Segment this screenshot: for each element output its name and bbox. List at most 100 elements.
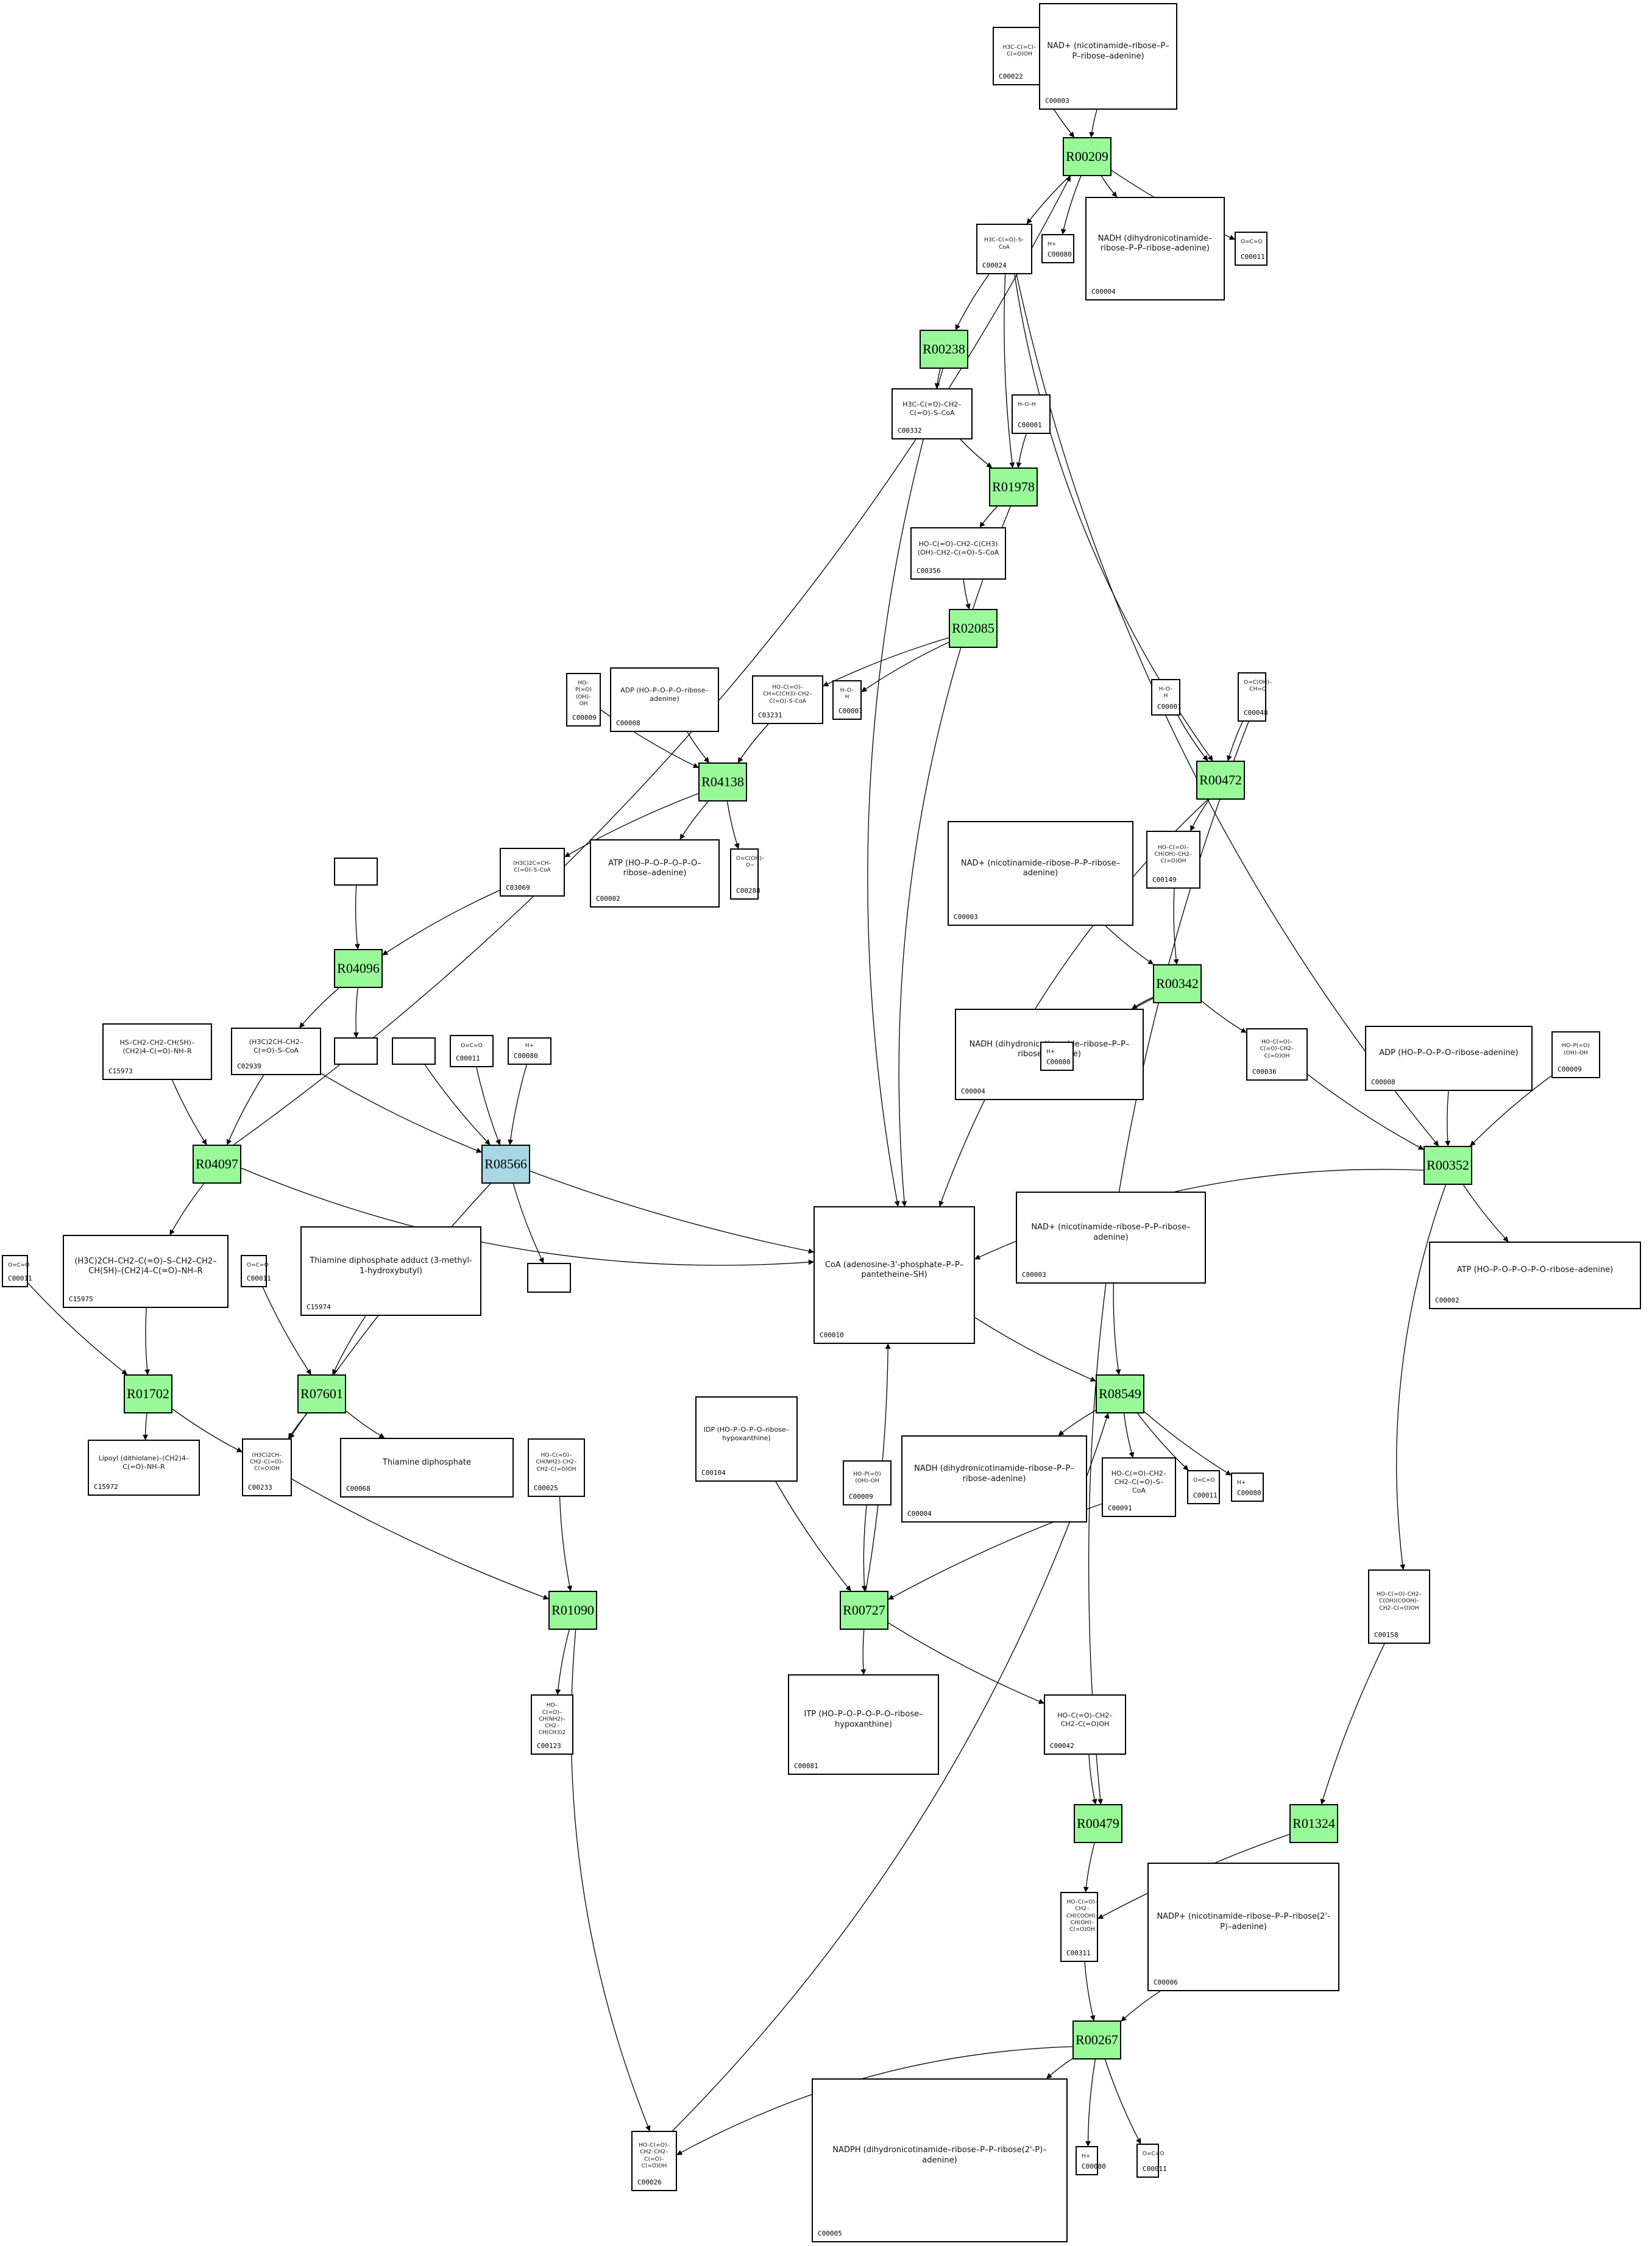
compound-node-empty[interactable] (334, 1037, 378, 1065)
reaction-node-r00209[interactable]: R00209 (1063, 137, 1111, 176)
compound-node-c00080[interactable]: H+C00080 (508, 1037, 551, 1065)
compound-id-label: C00104 (701, 1469, 726, 1477)
compound-node-c00080[interactable]: H+C00080 (1231, 1473, 1264, 1502)
compound-node-c00003[interactable]: NAD+ (nicotinamide–ribose–P–P–ribose–ade… (1039, 3, 1177, 110)
compound-node-empty[interactable] (392, 1037, 436, 1065)
reaction-node-r08566[interactable]: R08566 (481, 1145, 530, 1184)
compound-id-label: C15973 (108, 1067, 133, 1075)
reaction-node-r00472[interactable]: R00472 (1196, 761, 1245, 800)
reaction-node-r04097[interactable]: R04097 (193, 1145, 241, 1184)
compound-node-c00081[interactable]: ITP (HO–P–O–P–O–P–O–ribose–hypoxanthine)… (788, 1674, 939, 1775)
reaction-node-r07601[interactable]: R07601 (297, 1374, 346, 1413)
compound-node-c00010[interactable]: CoA (adenosine-3'-phosphate–P–P–pantethe… (814, 1206, 975, 1344)
compound-node-empty[interactable] (527, 1263, 571, 1293)
reaction-node-r00267[interactable]: R00267 (1072, 2020, 1121, 2059)
compound-id-label: C00080 (1082, 2162, 1106, 2170)
reaction-node-r00479[interactable]: R00479 (1074, 1804, 1122, 1843)
compound-node-c00005[interactable]: NADPH (dihydronicotinamide–ribose–P–P–ri… (812, 2078, 1068, 2242)
compound-node-c00004[interactable]: NADH (dihydronicotinamide–ribose–P–P–rib… (1085, 197, 1225, 300)
reaction-node-r01978[interactable]: R01978 (989, 467, 1038, 506)
structure-drawing: HO–C(=O)–CH2–C(OH)(COOH)–CH2–C(=O)OH (1376, 1591, 1422, 1612)
compound-id-label: C00005 (818, 2230, 842, 2237)
compound-id-label: C00149 (1152, 876, 1177, 884)
edge-r01978-to-c00356_a (979, 506, 998, 528)
compound-node-c00004[interactable]: NADH (dihydronicotinamide–ribose–P–P–rib… (901, 1435, 1087, 1523)
reaction-node-r08549[interactable]: R08549 (1096, 1374, 1144, 1413)
structure-drawing: NADH (dihydronicotinamide–ribose–P–P–rib… (1097, 233, 1213, 253)
compound-node-c00080[interactable]: H+C00080 (1040, 1042, 1074, 1071)
reaction-node-r00238[interactable]: R00238 (920, 330, 968, 369)
compound-id-label: C00001 (1157, 703, 1182, 711)
reaction-node-r01702[interactable]: R01702 (124, 1374, 172, 1413)
structure-drawing: HO–P(=O)(OH)–OH (1562, 1043, 1590, 1056)
reaction-node-r00342[interactable]: R00342 (1153, 964, 1202, 1003)
edge-c15974_a-to-r07601 (332, 1315, 366, 1375)
compound-node-c00288[interactable]: O=C(OH)–O−C00288 (730, 848, 764, 900)
structure-drawing: HO–C(=O)–C(=O)–CH2–C(=O)OH (1260, 1039, 1294, 1059)
structure-drawing: HO–C(=O)–CH2–CH(COOH)–CH(OH)–C(=O)OH (1066, 1899, 1098, 1933)
compound-node-c00080[interactable]: H+C00080 (1041, 234, 1074, 263)
compound-id-label: C00001 (1018, 421, 1042, 429)
compound-node-c15975[interactable]: (H3C)2CH–CH2–C(=O)–S–CH2–CH2–CH(SH)–(CH2… (63, 1235, 229, 1308)
compound-node-c00003[interactable]: NAD+ (nicotinamide–ribose–P–P–ribose–ade… (948, 821, 1133, 926)
reaction-node-r04138[interactable]: R04138 (698, 762, 747, 801)
reaction-node-r01324[interactable]: R01324 (1289, 1804, 1338, 1843)
edge-r07601-to-c00068_a (346, 1410, 385, 1438)
edge-r00472-to-c00149_a (1190, 799, 1210, 831)
compound-node-c00002[interactable]: ATP (HO–P–O–P–O–P–O–ribose–adenine)C0000… (590, 839, 720, 908)
compound-node-c00080[interactable]: H+C00080 (1076, 2146, 1106, 2175)
structure-drawing: H+ (1237, 1480, 1246, 1486)
reaction-node-r01090[interactable]: R01090 (548, 1591, 597, 1630)
compound-node-c00006[interactable]: NADP+ (nicotinamide–ribose–P–P–ribose(2'… (1147, 1863, 1339, 1991)
reaction-node-r00352[interactable]: R00352 (1423, 1146, 1472, 1185)
compound-node-empty[interactable] (334, 858, 378, 886)
compound-id-label: C00003 (1045, 97, 1069, 105)
reaction-node-r00727[interactable]: R00727 (840, 1591, 888, 1630)
reaction-node-r02085[interactable]: R02085 (949, 609, 998, 648)
compound-node-c00008[interactable]: ADP (HO–P–O–P–O–ribose–adenine)C00008 (610, 667, 719, 732)
compound-node-c00003[interactable]: NAD+ (nicotinamide–ribose–P–P–ribose–ade… (1016, 1192, 1206, 1284)
edge-r00209-to-c00024_a (1026, 176, 1070, 224)
reaction-node-r04096[interactable]: R04096 (334, 949, 383, 988)
compound-id-label: C00233 (248, 1484, 272, 1491)
structure-drawing: H3C–C(=C)–C(=O)OH (1002, 44, 1037, 57)
compound-node-c15974[interactable]: Thiamine diphosphate adduct (3-methyl-1-… (300, 1226, 481, 1316)
compound-node-c00104[interactable]: IDP (HO–P–O–P–O–ribose–hypoxanthine)C001… (695, 1396, 798, 1482)
compound-node-c00002[interactable]: ATP (HO–P–O–P–O–P–O–ribose–adenine)C0000… (1429, 1242, 1641, 1309)
edge-r04097-to-r00209 (233, 176, 1071, 1145)
compound-node-c00008[interactable]: ADP (HO–P–O–P–O–ribose–adenine)C00008 (1365, 1026, 1533, 1091)
